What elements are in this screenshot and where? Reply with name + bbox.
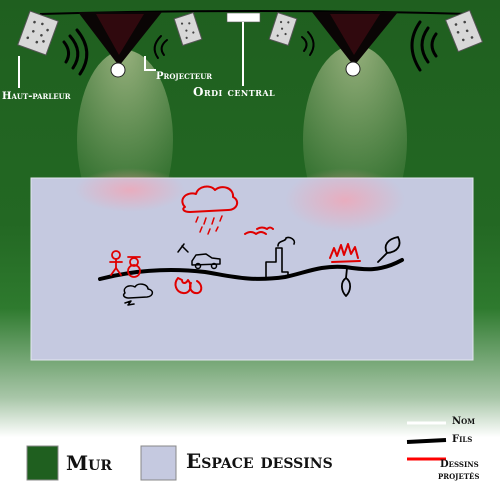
speaker-4	[444, 9, 484, 53]
sound-wave	[160, 39, 168, 56]
legend-line-wires	[406, 438, 447, 444]
projection-glow-right	[285, 168, 405, 232]
ground-line	[98, 258, 404, 281]
legend-label-projected: projetés	[438, 471, 480, 482]
drawing-stick-figure	[109, 250, 123, 276]
legend-label-drawing-space: Espace dessins	[186, 449, 333, 473]
speaker-icon	[444, 9, 484, 53]
projection-glow-left	[75, 168, 185, 212]
drawing-leaf	[377, 236, 401, 263]
drawing-squiggle	[124, 300, 135, 306]
sound-wave	[153, 35, 162, 59]
label-speaker: Haut-parleur	[2, 91, 71, 102]
speaker-2	[173, 11, 203, 47]
speaker-3	[268, 11, 298, 47]
drawings	[98, 185, 404, 306]
drawing-flames	[329, 243, 361, 263]
speaker-icon	[173, 11, 203, 47]
drawing-rain	[195, 215, 223, 235]
sound-waves	[62, 20, 438, 76]
sound-wave	[420, 26, 430, 64]
projector-left	[78, 12, 162, 78]
sound-wave	[75, 28, 89, 76]
projector-lens-right	[345, 61, 361, 77]
drawing-fire	[174, 277, 203, 295]
speaker-1	[17, 10, 59, 56]
legend-label-drawings: Dessins	[440, 459, 479, 470]
projector-right	[312, 12, 398, 77]
sound-wave	[430, 32, 438, 58]
projector-lens-left	[110, 62, 126, 78]
legend-swatch-drawing-space	[140, 445, 177, 481]
legend-label-name: Nom	[452, 416, 475, 427]
pointer-projector	[144, 56, 156, 71]
label-projector: Projecteur	[156, 71, 213, 82]
drawing-hanging-leaf	[340, 267, 352, 297]
legend-label-wall: Mur	[66, 451, 112, 475]
drawing-car	[177, 243, 221, 270]
sound-wave	[410, 20, 422, 72]
speaker-icon	[268, 11, 298, 47]
sound-wave	[301, 36, 308, 52]
drawing-factory	[265, 236, 296, 278]
legend-swatch-wall	[26, 445, 59, 481]
legend-label-wires: Fils	[452, 434, 473, 445]
central-computer-icon	[226, 12, 261, 23]
drawing-snowman	[127, 256, 141, 278]
label-central: Ordi central	[193, 85, 276, 99]
drawing-birds	[244, 226, 274, 235]
drawing-cloud-small	[122, 283, 154, 299]
sound-wave	[62, 40, 71, 64]
sound-wave	[68, 34, 80, 70]
speaker-icon	[17, 10, 59, 56]
label-pointers	[18, 22, 244, 88]
drawing-cloud	[181, 185, 239, 213]
sound-wave	[307, 31, 315, 56]
